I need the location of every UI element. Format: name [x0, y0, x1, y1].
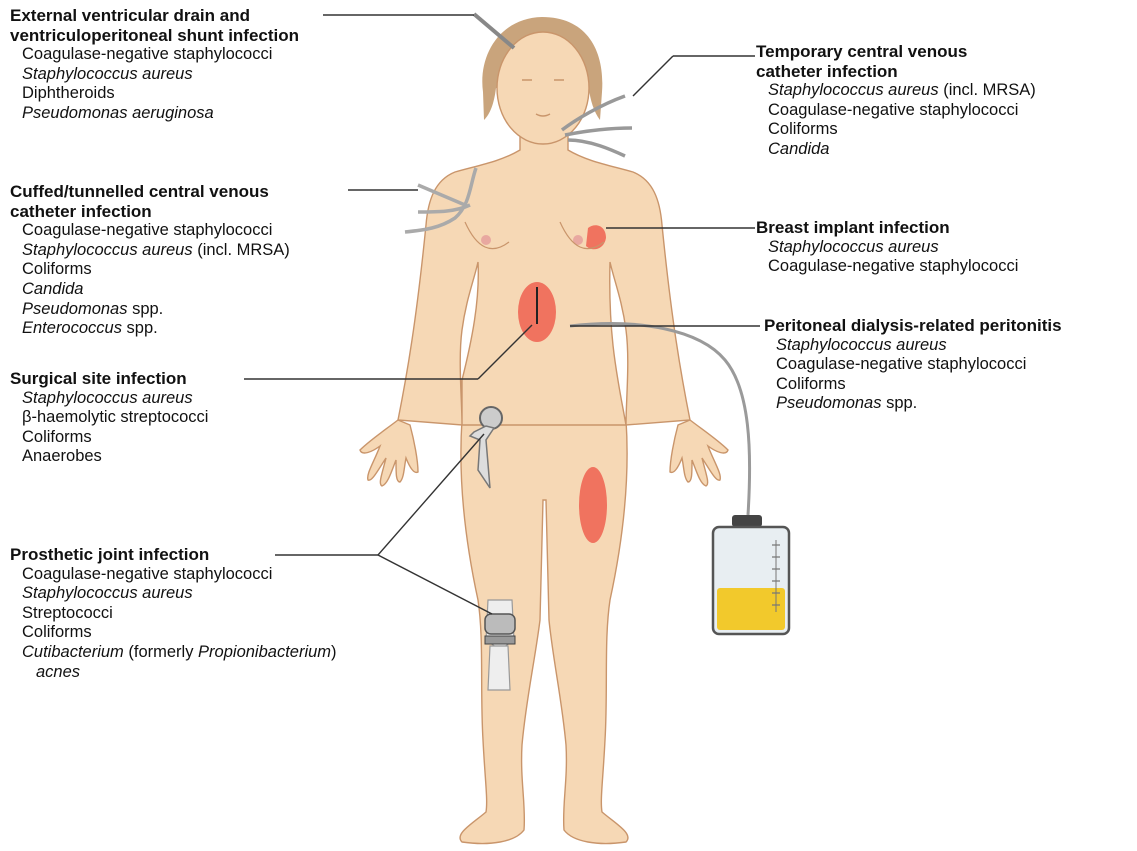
callout-title-line: catheter infection [10, 202, 290, 222]
organism-item: β-haemolytic streptococci [10, 408, 208, 428]
organism-item: Anaerobes [10, 447, 208, 467]
leader-line-tcvc [633, 56, 673, 96]
organism-item: Staphylococcus aureus (incl. MRSA) [10, 241, 290, 261]
organism-item: Pseudomonas spp. [10, 300, 290, 320]
organism-text: Coliforms [768, 120, 838, 138]
callout-title-line: ventriculoperitoneal shunt infection [10, 26, 299, 46]
thigh-inflammation [579, 467, 607, 543]
organism-text: (incl. MRSA) [193, 241, 290, 259]
callout-title-line: Peritoneal dialysis-related peritonitis [764, 316, 1062, 336]
organism-name-italic: Candida [768, 140, 829, 158]
organism-item: Coliforms [10, 428, 208, 448]
organism-text: spp. [882, 394, 918, 412]
organism-item: Coagulase-negative staphylococci [756, 101, 1036, 121]
organism-item: Staphylococcus aureus [10, 584, 337, 604]
organism-text: Coagulase-negative staphylococci [22, 221, 272, 239]
callout-title-line: catheter infection [756, 62, 1036, 82]
organism-name-italic: Cutibacterium [22, 643, 124, 661]
organism-text: ) [331, 643, 337, 661]
torso-shape [398, 130, 690, 425]
organism-item: Enterococcus spp. [10, 319, 290, 339]
organism-item: Cutibacterium (formerly Propionibacteriu… [10, 643, 337, 663]
organism-item: Coagulase-negative staphylococci [764, 355, 1062, 375]
organism-item: Staphylococcus aureus (incl. MRSA) [756, 81, 1036, 101]
organism-name-italic: Staphylococcus aureus [768, 81, 939, 99]
organism-text: (formerly [124, 643, 198, 661]
callout-title-line: Cuffed/tunnelled central venous [10, 182, 290, 202]
callout-title-line: Prosthetic joint infection [10, 545, 337, 565]
organism-name-italic: Candida [22, 280, 83, 298]
organism-text: Coagulase-negative staphylococci [768, 101, 1018, 119]
organism-text: Anaerobes [22, 447, 102, 465]
organism-name-italic: Staphylococcus aureus [768, 238, 939, 256]
organism-name-italic: acnes [36, 663, 80, 681]
organism-item: Staphylococcus aureus [10, 389, 208, 409]
organism-text: Coagulase-negative staphylococci [22, 565, 272, 583]
organism-text: β-haemolytic streptococci [22, 408, 208, 426]
organism-item: acnes [10, 663, 337, 683]
organism-item: Staphylococcus aureus [764, 336, 1062, 356]
organism-name-italic: Enterococcus [22, 319, 122, 337]
organism-item: Candida [10, 280, 290, 300]
organism-item: Pseudomonas spp. [764, 394, 1062, 414]
organism-item: Coagulase-negative staphylococci [10, 221, 290, 241]
organism-text: (incl. MRSA) [939, 81, 1036, 99]
organism-item: Coagulase-negative staphylococci [756, 257, 1018, 277]
organism-name-italic: Pseudomonas aeruginosa [22, 104, 214, 122]
organism-name-italic: Staphylococcus aureus [776, 336, 947, 354]
organism-name-italic: Propionibacterium [198, 643, 331, 661]
organism-text: Streptococci [22, 604, 113, 622]
organism-name-italic: Pseudomonas [22, 300, 128, 318]
organism-item: Streptococci [10, 604, 337, 624]
organism-item: Coagulase-negative staphylococci [10, 45, 299, 65]
organism-text: Coagulase-negative staphylococci [768, 257, 1018, 275]
callout-title-line: Surgical site infection [10, 369, 208, 389]
organism-name-italic: Pseudomonas [776, 394, 882, 412]
organism-item: Coliforms [756, 120, 1036, 140]
organism-text: Coagulase-negative staphylococci [776, 355, 1026, 373]
organism-text: Coagulase-negative staphylococci [22, 45, 272, 63]
organism-item: Coagulase-negative staphylococci [10, 565, 337, 585]
organism-item: Diphtheroids [10, 84, 299, 104]
callout-title-line: Temporary central venous [756, 42, 1036, 62]
organism-item: Staphylococcus aureus [756, 238, 1018, 258]
organism-text: Coliforms [22, 260, 92, 278]
callout-title-line: External ventricular drain and [10, 6, 299, 26]
organism-name-italic: Staphylococcus aureus [22, 65, 193, 83]
organism-text: spp. [122, 319, 158, 337]
organism-item: Coliforms [10, 623, 337, 643]
organism-item: Candida [756, 140, 1036, 160]
left-hand-shape [360, 420, 418, 486]
organism-item: Coliforms [764, 375, 1062, 395]
organism-text: Coliforms [776, 375, 846, 393]
organism-name-italic: Staphylococcus aureus [22, 584, 193, 602]
left-nipple [481, 235, 491, 245]
organism-item: Pseudomonas aeruginosa [10, 104, 299, 124]
callout-title-line: Breast implant infection [756, 218, 1018, 238]
organism-name-italic: Staphylococcus aureus [22, 389, 193, 407]
organism-text: Coliforms [22, 623, 92, 641]
organism-item: Coliforms [10, 260, 290, 280]
right-hand-shape [670, 420, 728, 486]
head-shape [497, 32, 589, 144]
dialysis-bag-icon [713, 515, 789, 634]
organism-text: Coliforms [22, 428, 92, 446]
organism-item: Staphylococcus aureus [10, 65, 299, 85]
organism-name-italic: Staphylococcus aureus [22, 241, 193, 259]
organism-text: spp. [128, 300, 164, 318]
organism-text: Diphtheroids [22, 84, 115, 102]
